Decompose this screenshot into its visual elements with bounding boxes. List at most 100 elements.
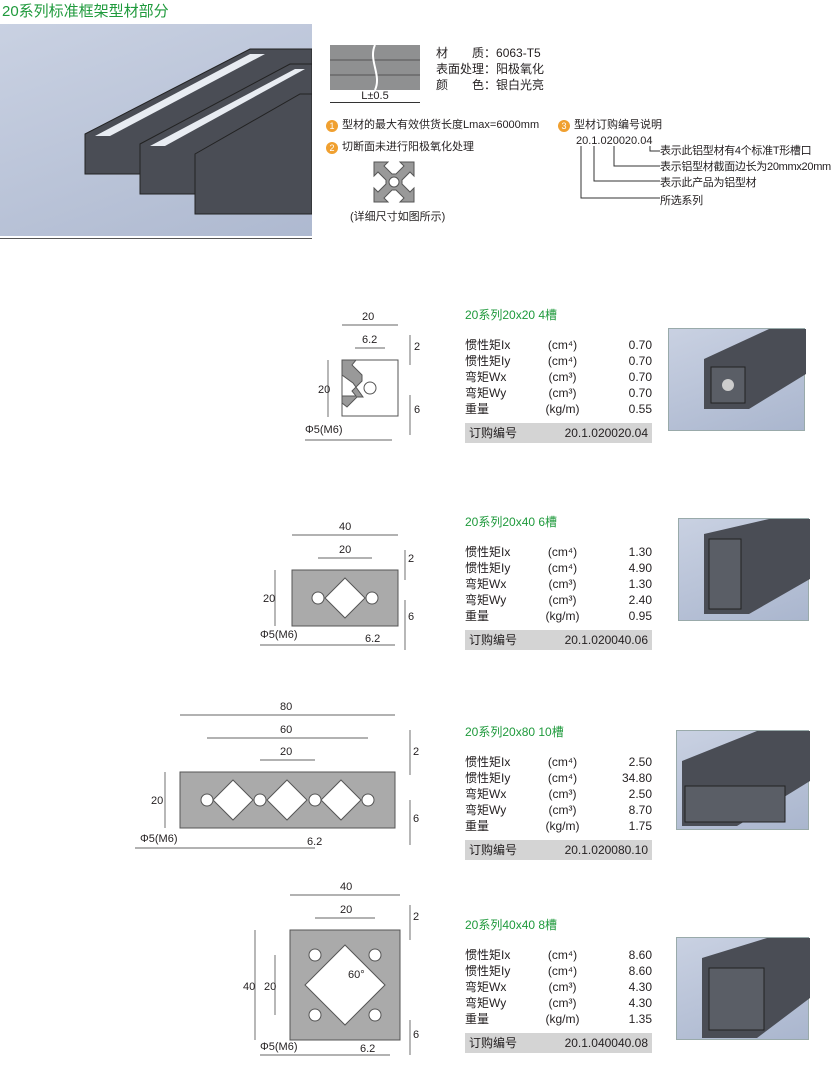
dimension-label: 20 — [362, 311, 374, 323]
order-code: 20.1.040040.08 — [564, 1036, 648, 1050]
spec-value: 阳极氧化 — [496, 62, 545, 76]
properties-table: 惯性矩Ix(cm⁴)0.70 惯性矩Iy(cm⁴)0.70 弯矩Wx(cm³)0… — [465, 337, 652, 443]
prop-unit: (cm³) — [548, 996, 577, 1010]
dimension-label: 40 — [340, 881, 352, 893]
order-label: 订购编号 — [469, 1036, 518, 1050]
prop-value: 0.70 — [628, 370, 652, 384]
note-text: 型材的最大有效供货长度Lmax=6000mm — [342, 119, 540, 131]
prop-label: 重量 — [465, 609, 490, 623]
prop-unit: (cm³) — [548, 803, 577, 817]
order-label: 订购编号 — [469, 843, 518, 857]
spec-value: 银白光亮 — [496, 78, 545, 92]
note-text: 型材订购编号说明 — [574, 119, 662, 131]
number-badge: 1 — [326, 120, 338, 132]
prop-value: 0.55 — [628, 402, 652, 416]
property-row: 惯性矩Iy (cm⁴) 8.60 — [465, 963, 652, 979]
prop-label: 弯矩Wy — [465, 593, 507, 607]
profile-20x80-specs: 20系列20x80 10槽 惯性矩Ix(cm⁴)2.50 惯性矩Iy(cm⁴)3… — [465, 723, 652, 860]
cross-section-icon — [370, 158, 418, 211]
dimension-label: 20 — [264, 981, 276, 993]
prop-unit: (cm³) — [548, 787, 577, 801]
dimension-label: 6.2 — [362, 334, 377, 346]
prop-label: 弯矩Wx — [465, 370, 507, 384]
property-row: 弯矩Wy(cm³)2.40 — [465, 592, 652, 608]
dimension-label: 2 — [414, 341, 420, 353]
property-row: 惯性矩Ix(cm⁴)1.30 — [465, 544, 652, 560]
dimension-label: 60 — [280, 724, 292, 736]
spec-row: 材 质：6063-T5 — [436, 45, 544, 61]
property-row: 惯性矩Iy(cm⁴)0.70 — [465, 353, 652, 369]
prop-value: 4.30 — [628, 980, 652, 994]
note-2: 2 切断面未进行阳极氧化处理 — [326, 140, 474, 154]
code-explain-1: 表示此铝型材有4个标准T形槽口 — [660, 145, 812, 157]
prop-value: 1.75 — [628, 819, 652, 833]
prop-unit: (cm³) — [548, 386, 577, 400]
prop-unit: (kg/m) — [545, 1012, 580, 1026]
dimension-label: Φ5(M6) — [305, 424, 343, 436]
prop-label: 弯矩Wy — [465, 803, 507, 817]
code-explain-2: 表示铝型材截面边长为20mmx20mm — [660, 161, 831, 173]
prop-label: 惯性矩Iy — [465, 964, 511, 978]
spec-row: 表面处理：阳极氧化 — [436, 61, 544, 77]
order-code: 20.1.020080.10 — [564, 843, 648, 857]
property-row: 重量(kg/m)0.55 — [465, 401, 652, 417]
property-row: 重量(kg/m)1.75 — [465, 818, 652, 834]
prop-label: 重量 — [465, 402, 490, 416]
profile-40x40-specs: 20系列40x40 8槽 惯性矩Ix(cm⁴)8.60 惯性矩Iy(cm⁴)8.… — [465, 916, 652, 1053]
profile-20x40-specs: 20系列20x40 6槽 惯性矩Ix(cm⁴)1.30 惯性矩Iy(cm⁴)4.… — [465, 513, 652, 650]
prop-label: 惯性矩Iy — [465, 771, 511, 785]
profile-title: 20系列20x40 6槽 — [465, 515, 558, 529]
prop-value: 4.30 — [628, 996, 652, 1010]
prop-value: 1.30 — [628, 577, 652, 591]
profile-20x20-photo — [668, 328, 806, 431]
property-row: 弯矩Wx (cm³) 0.70 — [465, 369, 652, 385]
note-text: 切断面未进行阳极氧化处理 — [342, 141, 474, 153]
properties-table: 惯性矩Ix(cm⁴)2.50 惯性矩Iy(cm⁴)34.80 弯矩Wx(cm³)… — [465, 754, 652, 860]
number-badge: 3 — [558, 120, 570, 132]
properties-table: 惯性矩Ix(cm⁴)8.60 惯性矩Iy(cm⁴)8.60 弯矩Wx(cm³)4… — [465, 947, 652, 1053]
prop-unit: (cm⁴) — [547, 755, 578, 769]
property-row: 弯矩Wy(cm³)4.30 — [465, 995, 652, 1011]
prop-label: 惯性矩Ix — [465, 755, 511, 769]
prop-label: 惯性矩Iy — [465, 561, 511, 575]
prop-unit: (cm⁴) — [547, 338, 578, 352]
prop-unit: (cm⁴) — [547, 771, 578, 785]
dimension-label: Φ5(M6) — [260, 1041, 298, 1053]
number-badge: 2 — [326, 142, 338, 154]
dimension-label: 2 — [413, 746, 419, 758]
prop-value: 1.35 — [628, 1012, 652, 1026]
profile-title: 20系列20x80 10槽 — [465, 725, 564, 739]
order-label: 订购编号 — [469, 426, 518, 440]
property-row: 惯性矩Ix(cm⁴)2.50 — [465, 754, 652, 770]
hero-profile-image — [0, 24, 313, 236]
prop-value: 0.70 — [628, 338, 652, 352]
dimension-label: 40 — [339, 521, 351, 533]
order-code-example: 20.1.020020.04 — [576, 135, 653, 147]
dimension-label: 40 — [243, 981, 255, 993]
prop-value: 0.95 — [628, 609, 652, 623]
prop-unit: (kg/m) — [545, 819, 580, 833]
prop-label: 惯性矩Ix — [465, 545, 511, 559]
prop-label: 弯矩Wy — [465, 386, 507, 400]
prop-unit: (kg/m) — [545, 609, 580, 623]
prop-unit: (cm³) — [548, 370, 577, 384]
prop-value: 1.30 — [628, 545, 652, 559]
material-specs: 材 质：6063-T5 表面处理：阳极氧化 颜 色：银白光亮 — [436, 45, 544, 93]
dimension-label: 20 — [340, 904, 352, 916]
dimension-label: 6 — [408, 611, 414, 623]
dimension-label: 6 — [413, 1029, 419, 1041]
profile-20x40-photo — [678, 518, 810, 621]
property-row: 弯矩Wy(cm³)0.70 — [465, 385, 652, 401]
prop-unit: (cm⁴) — [547, 964, 578, 978]
property-row: 惯性矩Iy(cm⁴)34.80 — [465, 770, 652, 786]
profile-40x40-photo — [676, 937, 810, 1040]
profile-20x20-specs: 20系列20x20 4槽 惯性矩Ix(cm⁴)0.70 惯性矩Iy(cm⁴)0.… — [465, 306, 652, 443]
code-explain-4: 所选系列 — [660, 195, 703, 207]
prop-value: 8.60 — [628, 964, 652, 978]
dimension-label: 20 — [339, 544, 351, 556]
order-label: 订购编号 — [469, 633, 518, 647]
